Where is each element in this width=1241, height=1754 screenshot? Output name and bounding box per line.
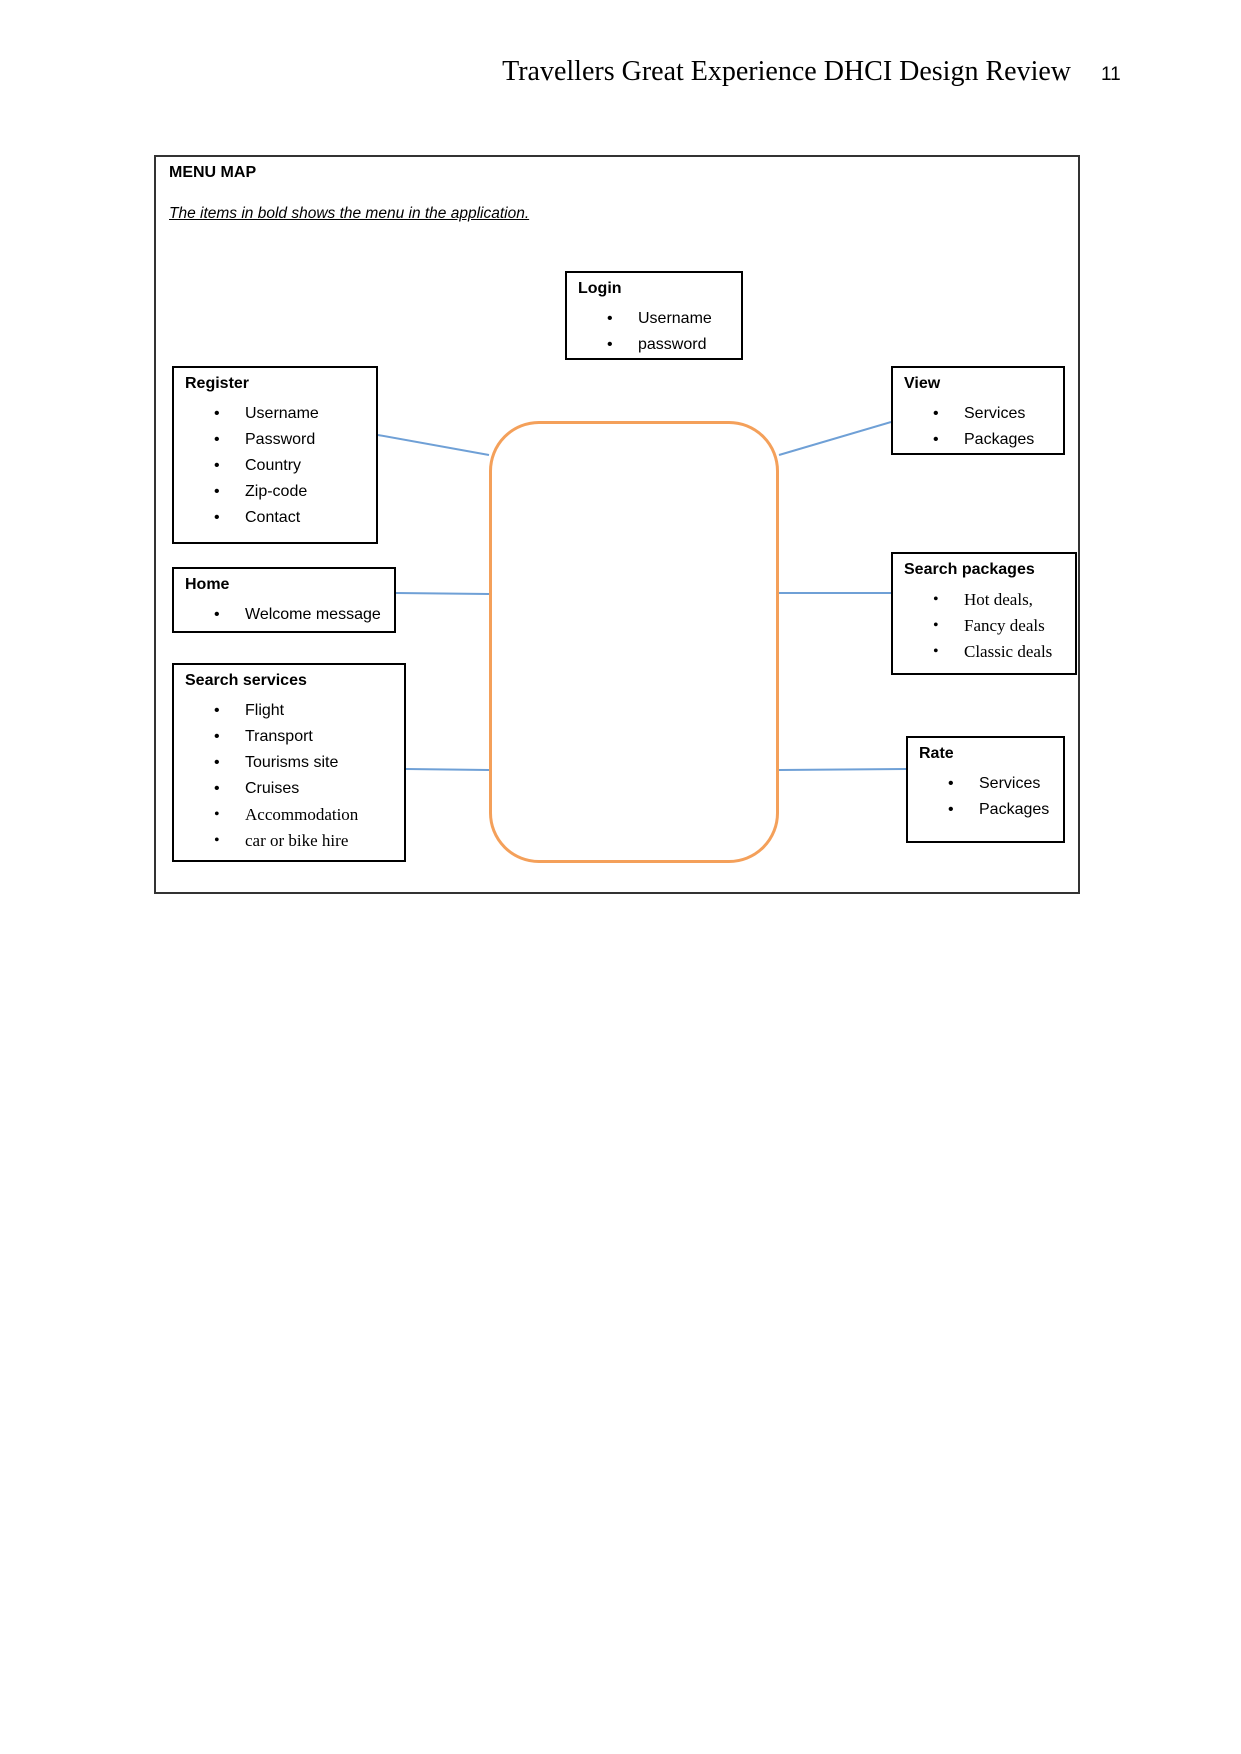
rate-menu-box: Rate •Services •Packages — [906, 736, 1065, 843]
list-item: •Classic deals — [933, 642, 1053, 661]
rate-menu-title: Rate — [919, 745, 954, 762]
list-item: •Country — [214, 457, 302, 474]
home-menu-box: Home •Welcome message — [172, 567, 396, 633]
figure-note: The items in bold shows the menu in the … — [169, 205, 530, 222]
menu-map-figure: MENU MAP The items in bold shows the men… — [154, 155, 1080, 894]
view-menu-list: •Services •Packages — [893, 401, 1034, 453]
list-item: •Username — [607, 310, 712, 327]
search-services-menu-box: Search services •Flight •Transport •Tour… — [172, 663, 406, 862]
document-title: Travellers Great Experience DHCI Design … — [502, 56, 1071, 87]
list-item: •Hot deals, — [933, 590, 1033, 609]
list-item: •Packages — [948, 801, 1050, 818]
connector-home — [395, 592, 490, 595]
search-packages-menu-box: Search packages •Hot deals, •Fancy deals… — [891, 552, 1077, 675]
list-item: •Password — [214, 431, 316, 448]
page-header: Travellers Great Experience DHCI Design … — [0, 56, 1241, 96]
figure-title: MENU MAP — [169, 164, 257, 181]
list-item: •password — [607, 336, 707, 353]
list-item: •Welcome message — [214, 606, 381, 623]
list-item: •Zip-code — [214, 483, 308, 500]
application-center-box — [489, 421, 779, 863]
list-item: •Username — [214, 405, 319, 422]
search-services-menu-list: •Flight •Transport •Tourisms site •Cruis… — [174, 698, 358, 854]
list-item: •Fancy deals — [933, 616, 1045, 635]
connector-search-services — [405, 768, 490, 771]
list-item: •Flight — [214, 702, 285, 719]
login-menu-title: Login — [578, 280, 622, 297]
list-item: •car or bike hire — [214, 831, 349, 850]
register-menu-list: •Username •Password •Country •Zip-code •… — [174, 401, 319, 531]
search-packages-menu-list: •Hot deals, •Fancy deals •Classic deals — [893, 587, 1052, 665]
list-item: •Services — [948, 775, 1041, 792]
list-item: •Packages — [933, 431, 1035, 448]
list-item: •Tourisms site — [214, 754, 339, 771]
page-number: 11 — [1101, 64, 1121, 85]
home-menu-list: •Welcome message — [174, 602, 381, 628]
list-item: •Transport — [214, 728, 313, 745]
view-menu-box: View •Services •Packages — [891, 366, 1065, 455]
register-menu-title: Register — [185, 375, 250, 392]
login-menu-list: •Username •password — [567, 306, 712, 358]
search-services-menu-title: Search services — [185, 672, 307, 689]
login-menu-box: Login •Username •password — [565, 271, 743, 360]
search-packages-menu-title: Search packages — [904, 561, 1035, 578]
home-menu-title: Home — [185, 576, 230, 593]
list-item: •Cruises — [214, 780, 300, 797]
list-item: •Contact — [214, 509, 301, 526]
connector-register — [377, 434, 490, 456]
connector-view — [778, 421, 892, 456]
list-item: •Services — [933, 405, 1026, 422]
view-menu-title: View — [904, 375, 941, 392]
list-item: •Accommodation — [214, 805, 359, 824]
connector-lines — [377, 421, 907, 771]
register-menu-box: Register •Username •Password •Country •Z… — [172, 366, 378, 544]
connector-rate — [778, 768, 907, 771]
rate-menu-list: •Services •Packages — [908, 771, 1049, 823]
